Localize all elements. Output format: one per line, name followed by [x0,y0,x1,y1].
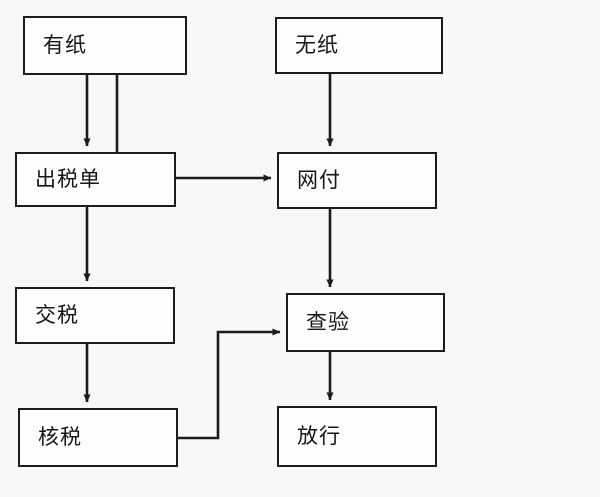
node-wuzhi-label: 无纸 [295,33,339,57]
node-chayan-label: 查验 [306,310,350,334]
node-fangxing[interactable]: 放行 [277,406,437,467]
node-chushuidan-label: 出税单 [35,167,101,191]
node-youzhi-label: 有纸 [43,33,87,57]
edge-heshui-to-chayan [178,328,281,440]
node-chushuidan[interactable]: 出税单 [15,152,176,207]
node-jiaoshui[interactable]: 交税 [15,287,175,344]
node-jiaoshui-label: 交税 [35,303,79,327]
node-heshui[interactable]: 核税 [18,408,178,467]
node-chayan[interactable]: 查验 [286,293,445,352]
node-youzhi[interactable]: 有纸 [23,16,187,75]
node-heshui-label: 核税 [38,425,82,449]
node-wuzhi[interactable]: 无纸 [275,17,443,74]
node-wangfu[interactable]: 网付 [277,152,437,209]
node-fangxing-label: 放行 [297,424,341,448]
node-wangfu-label: 网付 [297,168,341,192]
